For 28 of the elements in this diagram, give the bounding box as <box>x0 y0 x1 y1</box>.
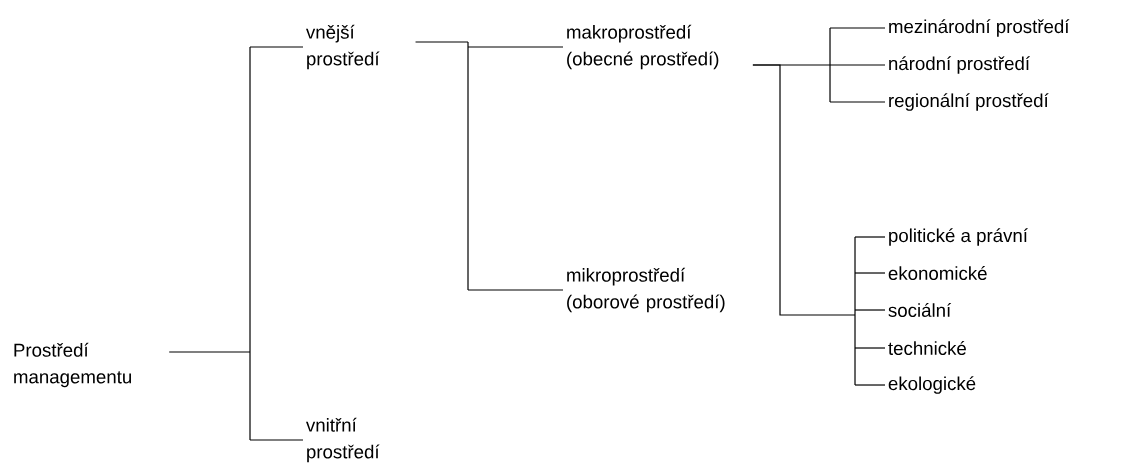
tree-label: regionální prostředí <box>889 93 1049 111</box>
tree-label: vnější prostředí <box>306 24 380 70</box>
tree-line <box>854 309 886 311</box>
tree-line <box>829 27 886 29</box>
tree-label: sociální <box>888 303 952 317</box>
tree-label: makroprostředí (obecné prostředí) <box>567 24 719 70</box>
tree-line <box>249 439 304 441</box>
tree-label: mezinárodní prostředí <box>889 19 1070 37</box>
tree-label: ekonomické <box>888 266 987 280</box>
bracket-line <box>414 41 469 291</box>
bracket-line <box>168 46 251 441</box>
tree-line <box>829 101 886 103</box>
tree-line <box>854 236 886 238</box>
tree-label: technické <box>888 341 966 355</box>
tree-label: politické a právní <box>889 228 1028 246</box>
bracket-line <box>752 64 856 386</box>
tree-label: mikroprostředí (oborové prostředí) <box>567 267 725 313</box>
tree-label: vnitřní prostředí <box>306 417 380 463</box>
tree-line <box>854 347 886 349</box>
tree-line <box>249 46 304 48</box>
tree-line <box>829 64 886 66</box>
tree-line <box>854 272 886 274</box>
tree-label: Prostředí managementu <box>14 342 131 388</box>
tree-label: ekologické <box>888 376 976 394</box>
tree-line <box>467 289 564 291</box>
tree-line <box>854 384 886 386</box>
tree-line <box>467 46 564 48</box>
tree-label: národní prostředí <box>889 56 1030 74</box>
